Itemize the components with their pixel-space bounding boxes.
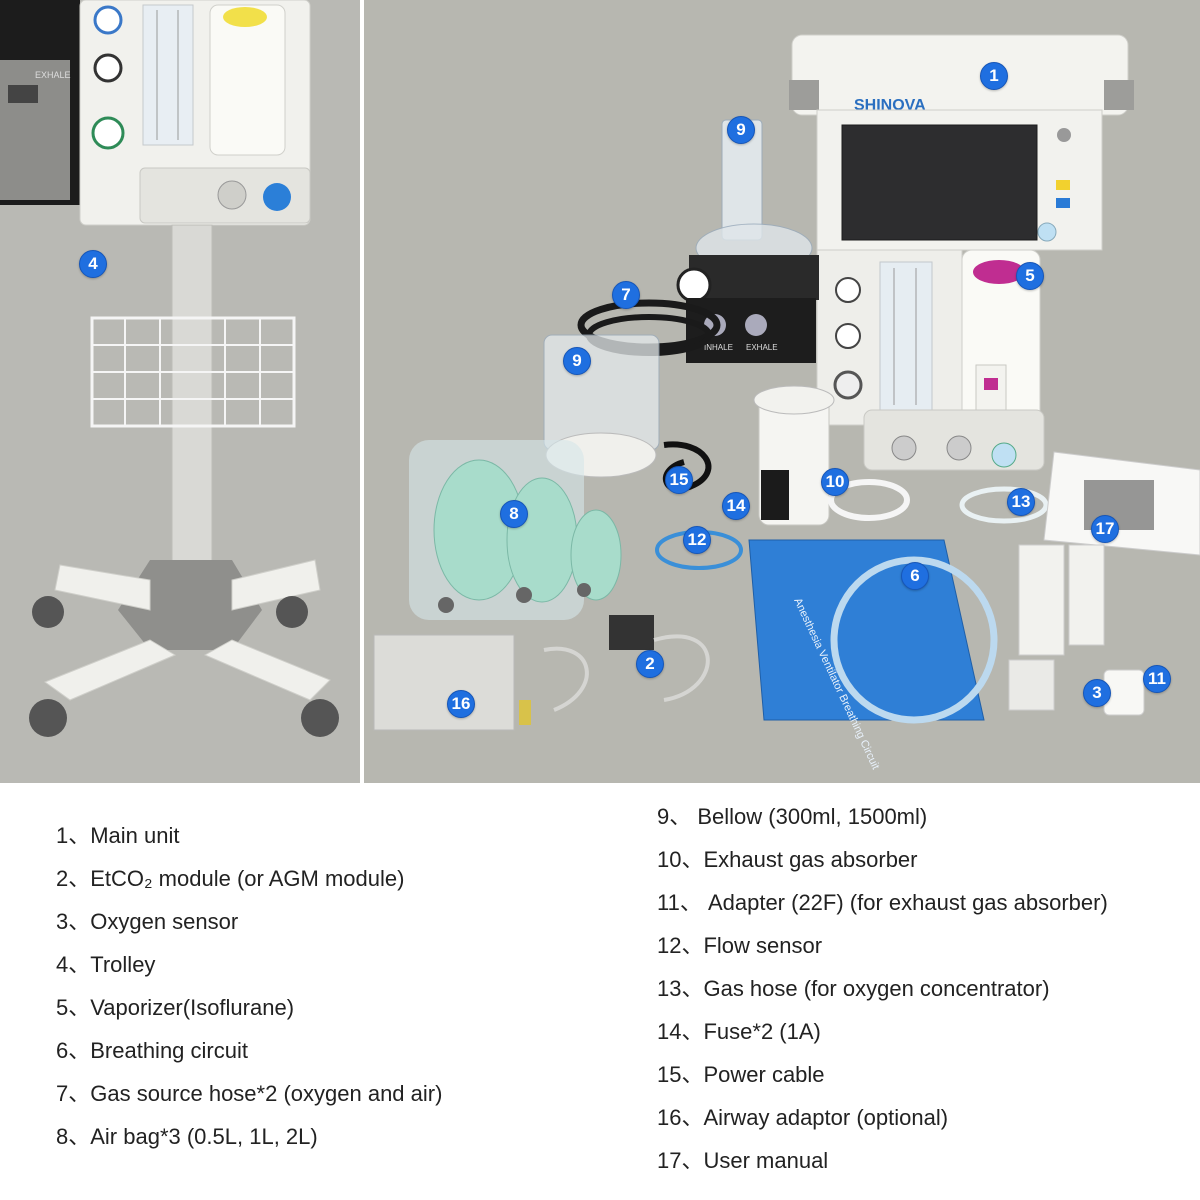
- exhale-text: EXHALE: [746, 343, 778, 352]
- o2-gauge: [835, 277, 861, 303]
- main-unit-top-shelf: [791, 34, 1129, 116]
- legend-item-12: 12、Flow sensor: [657, 933, 823, 958]
- caster-back-right: [276, 596, 308, 628]
- callout-2: 2: [636, 650, 664, 678]
- legend-item-1: 1、Main unit: [56, 823, 180, 848]
- caster-front-right: [301, 699, 339, 737]
- exhale-label: EXHALE: [35, 70, 71, 80]
- isoflurane-dial: [973, 260, 1025, 284]
- callout-11: 11: [1143, 665, 1171, 693]
- air-gauge: [835, 323, 861, 349]
- wire-basket: [90, 316, 296, 428]
- o2-flush: [991, 442, 1017, 468]
- main-unit-flowmeters: [879, 261, 933, 413]
- legend-item-16: 16、Airway adaptor (optional): [657, 1105, 949, 1130]
- sample-line-connector: [519, 700, 531, 725]
- callout-6: 6: [901, 562, 929, 590]
- trolley-illustration: EXHALE: [0, 0, 339, 737]
- trolley-photo-panel: EXHALE: [0, 0, 360, 783]
- legend-item-9: 9、 Bellow (300ml, 1500ml): [657, 804, 928, 829]
- inhale-text: INHALE: [704, 343, 733, 352]
- oxygen-sensor: [1008, 659, 1055, 711]
- callout-4: 4: [79, 250, 107, 278]
- alarm-key: [1056, 180, 1070, 190]
- exhale-port: [8, 85, 38, 103]
- main-unit: SHINOVA: [789, 34, 1134, 471]
- o2-flush-button: [263, 183, 291, 211]
- callout-7: 7: [612, 281, 640, 309]
- callout-14: 14: [722, 492, 750, 520]
- callout-16: 16: [447, 690, 475, 718]
- shelf-corner-left: [789, 80, 819, 110]
- callout-15: 15: [665, 466, 693, 494]
- bellow-base-unit: [689, 255, 819, 300]
- legend-item-4: 4、Trolley: [56, 952, 156, 977]
- adapter-tube: [1068, 544, 1105, 646]
- outlet-port-2: [946, 435, 972, 461]
- callout-13: 13: [1007, 488, 1035, 516]
- trolley-leg-front-left: [43, 639, 177, 701]
- breathing-circuit: Anesthesia Ventilator Breathing Circuit: [748, 539, 998, 771]
- absorber-bracket: [828, 479, 910, 521]
- trolley-leg-back-right: [231, 559, 321, 611]
- rotary-encoder: [1037, 222, 1057, 242]
- power-knob: [1057, 128, 1071, 142]
- flow-knob: [833, 370, 863, 400]
- legend-item-7: 7、Gas source hose*2 (oxygen and air): [56, 1081, 443, 1106]
- vaporizer-dial-yellow: [223, 7, 267, 27]
- acgo-port: [217, 180, 247, 210]
- legend-item-8: 8、Air bag*3 (0.5L, 1L, 2L): [56, 1124, 318, 1149]
- pressure-gauge-1: [93, 5, 123, 35]
- legend-item-3: 3、Oxygen sensor: [56, 909, 239, 934]
- oxygen-sensor-tubes: [1018, 544, 1065, 656]
- legend-item-5: 5、Vaporizer(Isoflurane): [56, 995, 295, 1020]
- oxygen-concentrator-hose: [959, 486, 1049, 524]
- shelf-corner-right: [1104, 80, 1134, 110]
- caster-back-left: [32, 596, 64, 628]
- legend-item-6: 6、Breathing circuit: [56, 1038, 248, 1063]
- callout-10: 10: [821, 468, 849, 496]
- flowmeter-tubes: [142, 4, 194, 146]
- legend-item-10: 10、Exhaust gas absorber: [657, 847, 918, 872]
- legend-item-17: 17、User manual: [657, 1148, 829, 1173]
- oxygen-knob: [91, 116, 125, 150]
- exhaust-gas-absorber: [753, 385, 835, 526]
- airway-adaptor-pack: [373, 634, 515, 731]
- callout-9-small: 9: [727, 116, 755, 144]
- trolley-leg-front-right: [203, 639, 331, 701]
- product-kit-illustration: SHINOVA: [373, 34, 1200, 771]
- trolley-pole: [171, 224, 213, 616]
- callout-17: 17: [1091, 515, 1119, 543]
- caster-front-left: [29, 699, 67, 737]
- legend-item-13: 13、Gas hose (for oxygen concentrator): [657, 976, 1050, 1001]
- pressure-gauge-2: [93, 53, 123, 83]
- trolley-base-hub: [118, 560, 262, 650]
- main-unit-display: [841, 124, 1038, 241]
- silence-key: [1056, 198, 1070, 208]
- exhale-valve: [745, 314, 767, 336]
- legend-item-11: 11、 Adapter (22F) (for exhaust gas absor…: [657, 890, 1108, 915]
- outlet-port-1: [891, 435, 917, 461]
- callout-8: 8: [500, 500, 528, 528]
- etco2-module: [543, 615, 710, 712]
- vaporizer-body: [209, 4, 286, 156]
- bellow-glass: [0, 60, 70, 200]
- bellow-pressure-gauge: [676, 267, 712, 303]
- legend-item-15: 15、Power cable: [657, 1062, 825, 1087]
- product-kit-photo-panel: SHINOVA: [364, 0, 1200, 783]
- callout-9-large: 9: [563, 347, 591, 375]
- legend-item-14: 14、Fuse*2 (1A): [657, 1019, 821, 1044]
- callout-1: 1: [980, 62, 1008, 90]
- callout-3: 3: [1083, 679, 1111, 707]
- legend-item-2: 2、EtCO₂ module (or AGM module): [56, 866, 405, 891]
- callout-5: 5: [1016, 262, 1044, 290]
- trolley-leg-back-left: [54, 564, 151, 611]
- callout-12: 12: [683, 526, 711, 554]
- vaporizer-fill-cap: [984, 378, 998, 390]
